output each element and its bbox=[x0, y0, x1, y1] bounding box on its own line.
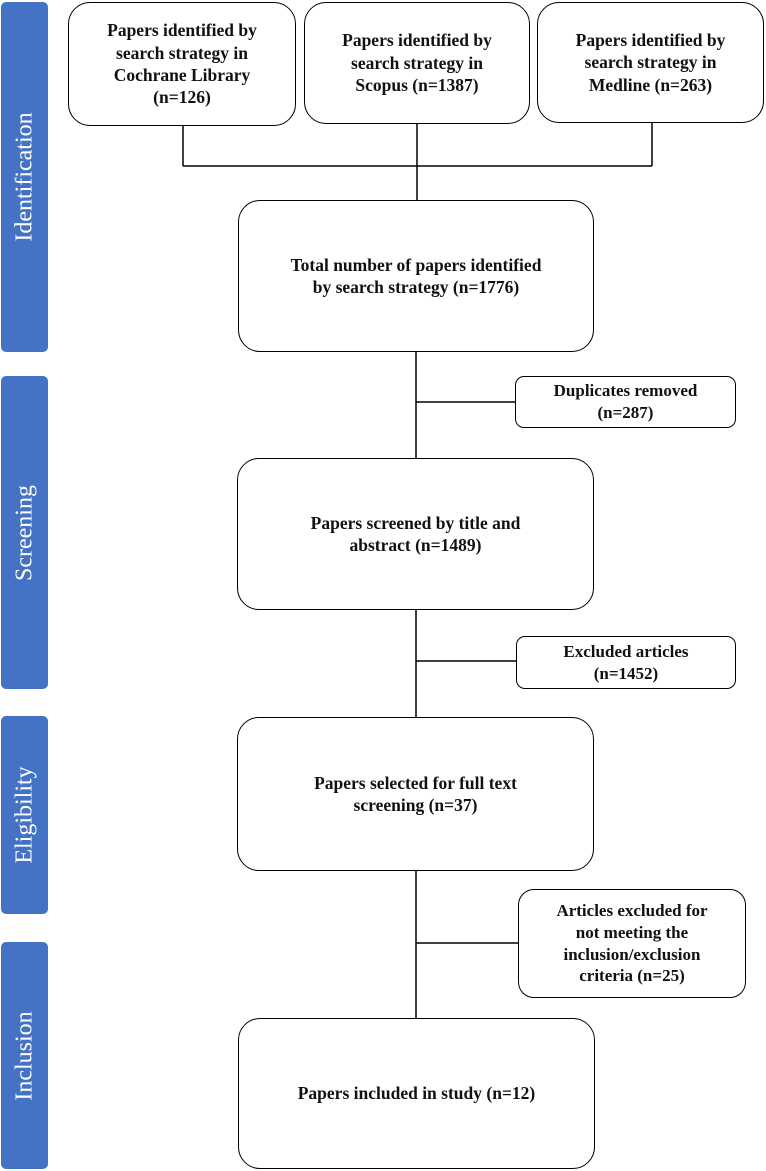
phase-eligibility: Eligibility bbox=[1, 716, 48, 914]
phase-inclusion-label: Inclusion bbox=[11, 1010, 37, 1101]
box-cochrane-text: Papers identified by search strategy in … bbox=[107, 20, 257, 108]
box-excluded-criteria: Articles excluded for not meeting the in… bbox=[518, 889, 746, 998]
box-scopus-text: Papers identified by search strategy in … bbox=[342, 30, 492, 96]
phase-screening: Screening bbox=[1, 376, 48, 689]
box-cochrane: Papers identified by search strategy in … bbox=[68, 2, 296, 126]
box-medline-text: Papers identified by search strategy in … bbox=[575, 29, 726, 95]
box-screened: Papers screened by title and abstract (n… bbox=[237, 458, 594, 610]
box-total-text: Total number of papers identified by sea… bbox=[290, 254, 542, 297]
box-excluded-criteria-text: Articles excluded for not meeting the in… bbox=[556, 901, 708, 986]
box-total: Total number of papers identified by sea… bbox=[238, 200, 594, 352]
box-scopus: Papers identified by search strategy in … bbox=[304, 2, 530, 124]
phase-eligibility-label: Eligibility bbox=[11, 766, 37, 864]
box-excluded: Excluded articles (n=1452) bbox=[516, 636, 736, 689]
box-screened-text: Papers screened by title and abstract (n… bbox=[310, 512, 521, 555]
box-included-text: Papers included in study (n=12) bbox=[297, 1083, 536, 1104]
box-excluded-text: Excluded articles (n=1452) bbox=[563, 641, 689, 683]
phase-screening-label: Screening bbox=[11, 484, 37, 581]
box-duplicates: Duplicates removed (n=287) bbox=[515, 376, 736, 428]
phase-identification-label: Identification bbox=[11, 112, 37, 242]
box-duplicates-text: Duplicates removed (n=287) bbox=[553, 381, 698, 422]
phase-identification: Identification bbox=[1, 2, 48, 352]
box-medline: Papers identified by search strategy in … bbox=[537, 2, 764, 123]
box-fulltext: Papers selected for full text screening … bbox=[237, 717, 594, 871]
box-included: Papers included in study (n=12) bbox=[238, 1018, 595, 1169]
box-fulltext-text: Papers selected for full text screening … bbox=[314, 772, 517, 815]
phase-inclusion: Inclusion bbox=[1, 942, 48, 1169]
